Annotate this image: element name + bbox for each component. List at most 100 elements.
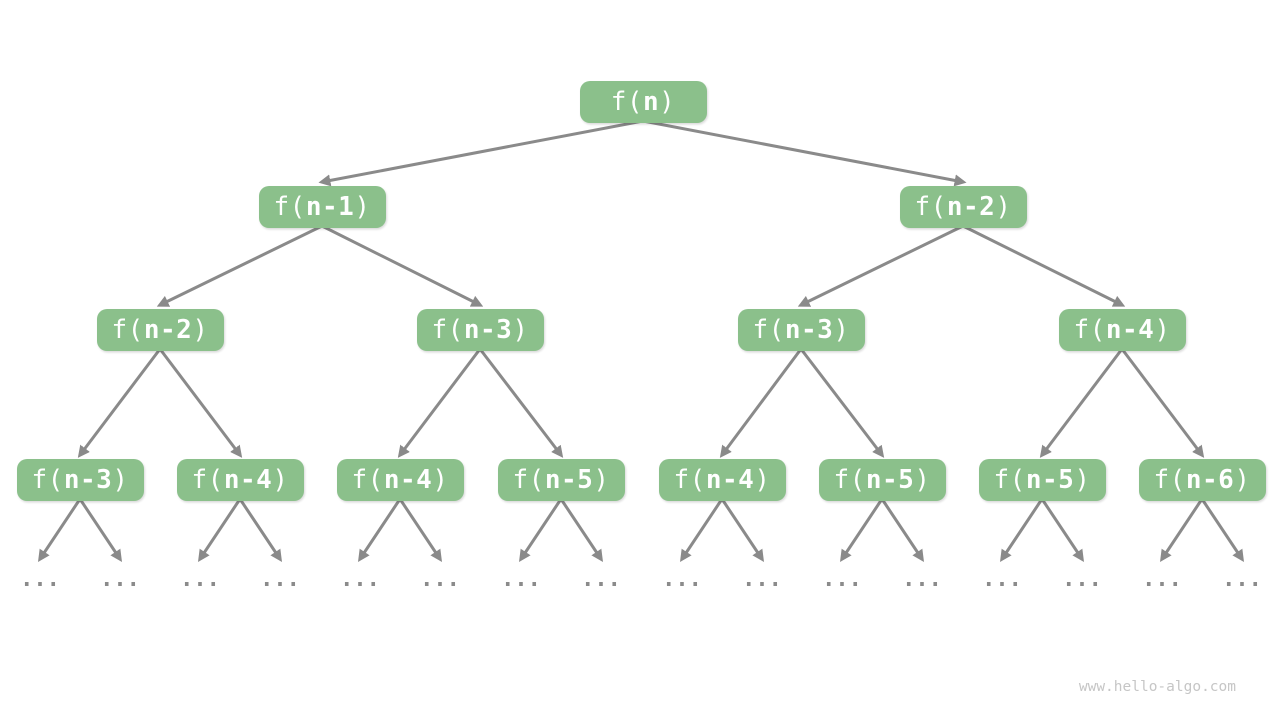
tree-node-n4: f(n-3)	[416, 309, 544, 351]
edge-arrow-n7-e1	[78, 498, 122, 562]
ellipsis-leaf-e12: ...	[982, 567, 1022, 592]
tree-node-n8: f(n-4)	[176, 459, 304, 501]
edge-arrow-n3-n8	[158, 348, 243, 458]
node-label-part: n-4	[223, 465, 273, 495]
ellipsis-leaf-e15: ...	[1222, 567, 1262, 592]
node-label-part: f(	[673, 465, 706, 495]
node-label-part: )	[659, 87, 676, 117]
edge-arrow-n1-n4	[321, 224, 484, 307]
node-label-part: f(	[351, 465, 384, 495]
node-label-part: )	[593, 465, 610, 495]
node-label-part: n-5	[1025, 465, 1075, 495]
tree-node-n7: f(n-3)	[16, 459, 144, 501]
ellipsis-leaf-e11: ...	[902, 567, 942, 592]
node-label-part: )	[192, 315, 209, 345]
ellipsis-leaf-e9: ...	[742, 567, 782, 592]
node-label-part: )	[914, 465, 931, 495]
tree-node-n13: f(n-5)	[978, 459, 1106, 501]
tree-node-n1: f(n-1)	[258, 186, 386, 228]
edge-arrow-n6-n14	[1120, 348, 1205, 458]
node-label-part: n-4	[1105, 315, 1155, 345]
edge-arrow-n5-n12	[799, 348, 885, 458]
node-label-part: )	[354, 192, 371, 222]
node-label-part: f(	[993, 465, 1026, 495]
node-label-part: f(	[1153, 465, 1186, 495]
edge-arrow-n0-n1	[318, 119, 644, 187]
node-label-part: f(	[31, 465, 64, 495]
node-label-part: f(	[191, 465, 224, 495]
ellipsis-leaf-e5: ...	[420, 567, 460, 592]
edge-arrow-n12-e10	[840, 498, 884, 562]
tree-node-n12: f(n-5)	[818, 459, 946, 501]
node-label-part: )	[512, 315, 529, 345]
node-label-part: n	[643, 87, 660, 117]
edge-arrow-n8-e2	[198, 498, 242, 562]
edge-arrow-n1-n3	[156, 224, 323, 307]
edge-arrow-n7-e0	[38, 498, 82, 562]
edge-arrow-n13-e13	[1040, 498, 1084, 562]
ellipsis-leaf-e7: ...	[581, 567, 621, 592]
tree-node-n2: f(n-2)	[899, 186, 1027, 228]
edge-arrow-n4-n10	[478, 348, 564, 458]
tree-node-n9: f(n-4)	[336, 459, 464, 501]
edge-arrow-n5-n11	[719, 348, 803, 458]
edge-arrow-n11-e9	[720, 498, 764, 562]
node-label-part: f(	[833, 465, 866, 495]
ellipsis-leaf-e4: ...	[340, 567, 380, 592]
node-label-part: f(	[610, 87, 643, 117]
node-label-part: f(	[752, 315, 785, 345]
node-label-part: n-3	[784, 315, 834, 345]
ellipsis-leaf-e0: ...	[20, 567, 60, 592]
tree-node-n11: f(n-4)	[658, 459, 786, 501]
ellipsis-leaf-e1: ...	[100, 567, 140, 592]
edge-arrow-n9-e5	[398, 498, 442, 562]
node-label-part: f(	[512, 465, 545, 495]
node-label-part: n-4	[705, 465, 755, 495]
ellipsis-leaf-e8: ...	[662, 567, 702, 592]
tree-node-n10: f(n-5)	[497, 459, 625, 501]
node-label-part: )	[432, 465, 449, 495]
node-label-part: )	[833, 315, 850, 345]
ellipsis-leaf-e3: ...	[260, 567, 300, 592]
node-label-part: n-3	[63, 465, 113, 495]
node-label-part: )	[754, 465, 771, 495]
ellipsis-leaf-e10: ...	[822, 567, 862, 592]
node-label-part: )	[272, 465, 289, 495]
node-label-part: )	[112, 465, 129, 495]
ellipsis-leaf-e14: ...	[1142, 567, 1182, 592]
edge-arrow-n0-n2	[642, 119, 967, 187]
node-label-part: f(	[111, 315, 144, 345]
node-label-part: )	[1154, 315, 1171, 345]
node-label-part: n-5	[865, 465, 915, 495]
edge-arrow-n10-e7	[559, 498, 603, 562]
edge-arrow-n11-e8	[680, 498, 724, 562]
ellipsis-leaf-e6: ...	[501, 567, 541, 592]
ellipsis-leaf-e2: ...	[180, 567, 220, 592]
edge-arrow-n12-e11	[880, 498, 924, 562]
tree-node-n6: f(n-4)	[1058, 309, 1186, 351]
edge-arrow-n14-e15	[1200, 498, 1244, 562]
node-label-part: f(	[431, 315, 464, 345]
edge-arrow-n8-e3	[238, 498, 282, 562]
ellipsis-leaf-e13: ...	[1062, 567, 1102, 592]
edge-arrow-n6-n13	[1039, 348, 1124, 458]
edge-arrow-n13-e12	[1000, 498, 1044, 562]
edge-arrow-n4-n9	[397, 348, 482, 458]
node-label-part: f(	[1073, 315, 1106, 345]
edge-arrow-n10-e6	[519, 498, 563, 562]
node-label-part: )	[995, 192, 1012, 222]
tree-node-n0: f(n)	[579, 81, 707, 123]
node-label-part: )	[1234, 465, 1251, 495]
edge-arrow-n14-e14	[1160, 498, 1204, 562]
node-label-part: n-6	[1185, 465, 1235, 495]
node-label-part: n-2	[143, 315, 193, 345]
node-label-part: n-5	[544, 465, 594, 495]
node-label-part: n-3	[463, 315, 513, 345]
edge-arrow-n2-n5	[797, 224, 964, 307]
tree-node-n5: f(n-3)	[737, 309, 865, 351]
node-label-part: n-1	[305, 192, 355, 222]
edge-arrow-n2-n6	[962, 224, 1126, 307]
node-label-part: )	[1074, 465, 1091, 495]
